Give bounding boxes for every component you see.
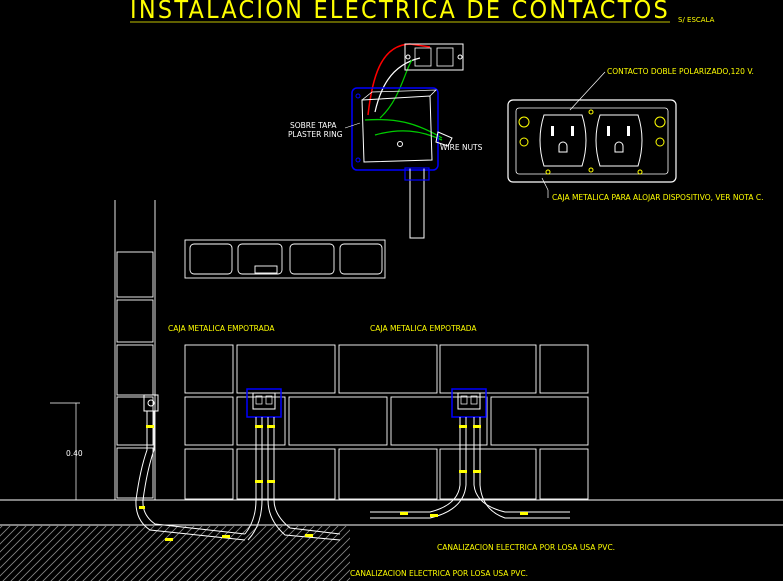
duplex-receptacle-detail	[507, 71, 677, 198]
conduits	[135, 411, 570, 541]
outlet-box-left	[246, 388, 282, 418]
outlet-box-pilaster	[143, 394, 159, 412]
wall-pilaster	[114, 200, 156, 500]
drawing-title: INSTALACION ELECTRICA DE CONTACTOS	[130, 0, 670, 24]
conduit-couplings	[139, 425, 528, 541]
upper-cabinets	[184, 239, 386, 279]
label-caja-empotrada-right: CAJA METALICA EMPOTRADA	[370, 324, 477, 333]
wire-nut	[435, 131, 453, 147]
box-conduit	[409, 167, 425, 239]
label-caja-metalica-nota: CAJA METALICA PARA ALOJAR DISPOSITIVO, V…	[552, 193, 764, 202]
outlet-box-right	[451, 388, 487, 418]
plaster-ring	[351, 87, 439, 171]
label-contacto-doble: CONTACTO DOBLE POLARIZADO,120 V.	[607, 67, 754, 76]
label-canalizacion-2: CANALIZACION ELECTRICA POR LOSA USA PVC.	[350, 569, 528, 578]
height-dimension	[50, 402, 82, 501]
wire-white	[374, 57, 421, 113]
exploded-box-detail	[351, 43, 464, 239]
wire-green-3	[374, 130, 443, 141]
label-wire-nuts: WIRE NUTS	[440, 143, 483, 152]
receptacle-top	[404, 43, 464, 71]
label-caja-empotrada-left: CAJA METALICA EMPOTRADA	[168, 324, 275, 333]
wire-green-2	[364, 118, 443, 139]
metal-box	[361, 95, 433, 163]
scale-note: S/ ESCALA	[678, 16, 715, 24]
block-wall	[184, 344, 589, 500]
wire-green-1	[379, 59, 413, 119]
label-canalizacion-1: CANALIZACION ELECTRICA POR LOSA USA PVC.	[437, 543, 615, 552]
label-plaster-ring: PLASTER RING	[288, 130, 343, 139]
label-sobre-tapa: SOBRE TAPA	[290, 121, 337, 130]
height-dimension-value: 0.40	[66, 449, 83, 458]
